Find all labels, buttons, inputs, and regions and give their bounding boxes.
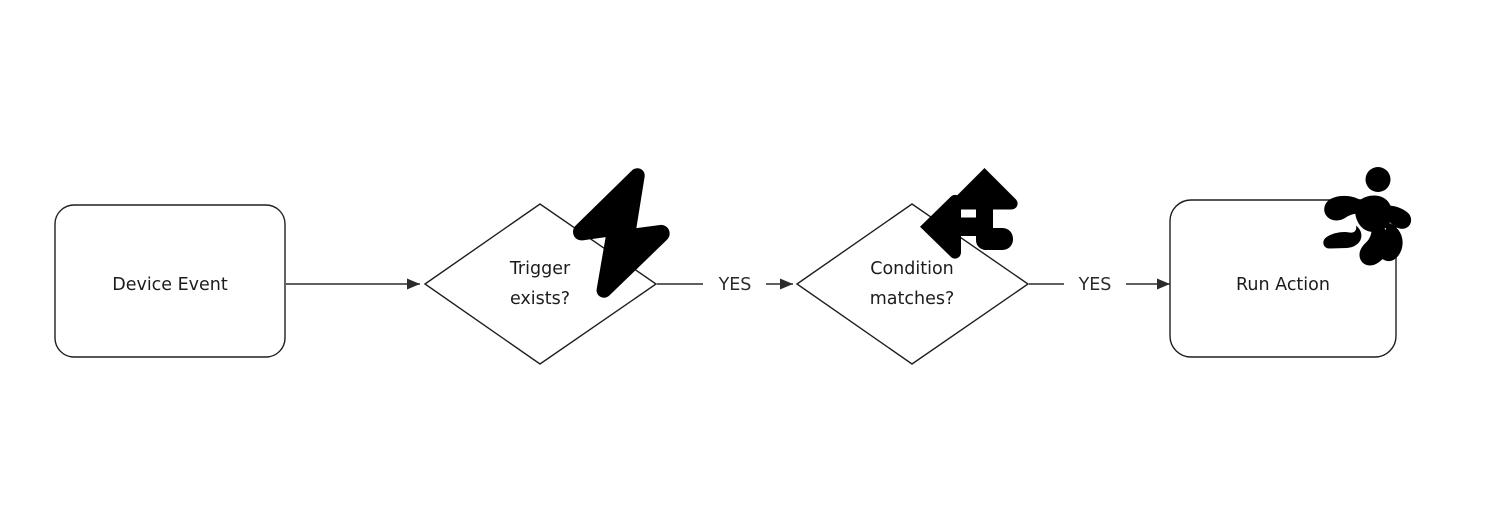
trigger-exists-label-line2: exists? [510, 289, 570, 309]
edge-2-label: YES [718, 275, 752, 295]
edge-2-arrowhead [780, 278, 793, 290]
branch-arrow-icon [920, 168, 1018, 259]
edge-trigger-to-condition: YES [657, 275, 793, 295]
node-trigger-exists[interactable]: Trigger exists? [423, 203, 658, 365]
edge-3-arrowhead [1157, 278, 1170, 290]
node-device-event[interactable]: Device Event [54, 204, 286, 358]
condition-matches-label-line1: Condition [870, 259, 954, 279]
trigger-exists-label-line1: Trigger [509, 259, 571, 279]
run-action-label: Run Action [1236, 275, 1330, 295]
node-condition-matches[interactable]: Condition matches? [795, 203, 1030, 365]
edge-condition-to-run-action: YES [1029, 275, 1170, 295]
running-person-icon [1323, 167, 1412, 266]
device-event-shape[interactable] [54, 204, 286, 358]
edge-device-event-to-trigger [286, 278, 420, 290]
condition-matches-label-line2: matches? [870, 289, 955, 309]
edge-3-label: YES [1078, 275, 1112, 295]
device-event-label: Device Event [112, 275, 228, 295]
condition-matches-shape[interactable] [795, 203, 1030, 365]
trigger-exists-shape[interactable] [423, 203, 658, 365]
edge-1-arrowhead [407, 278, 420, 290]
lightning-bolt-icon [573, 168, 670, 298]
